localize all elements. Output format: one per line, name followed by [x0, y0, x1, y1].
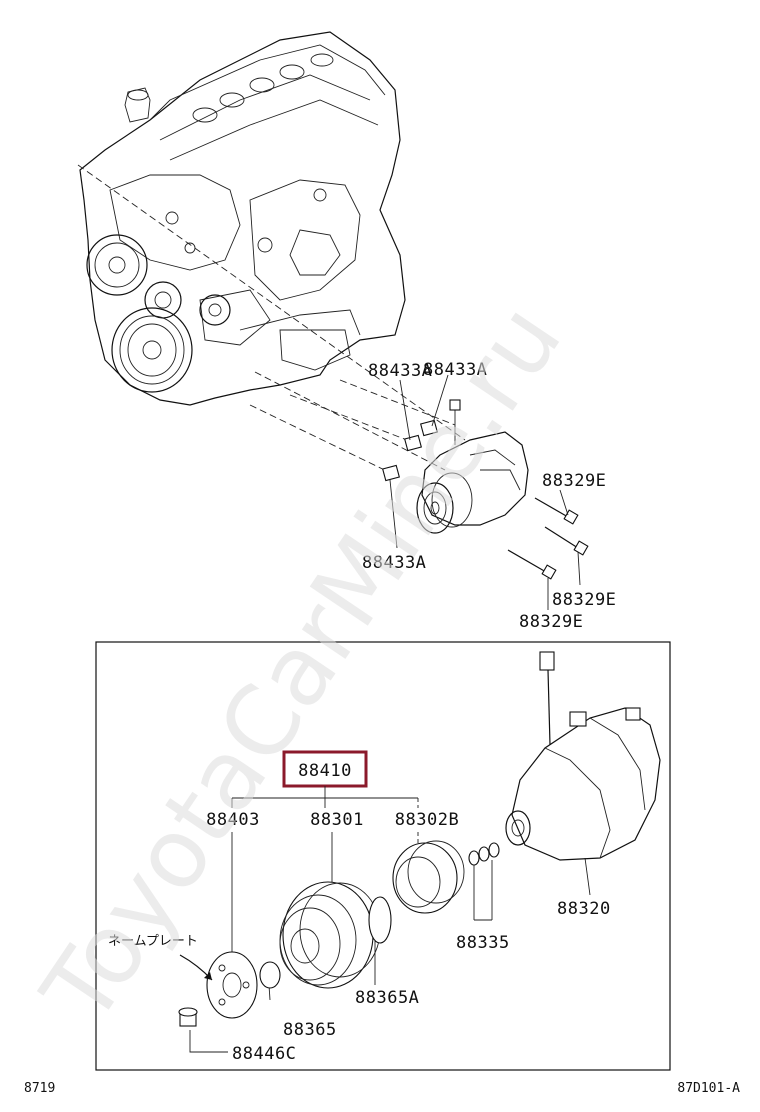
- label-bolt-lower: 88329E: [519, 612, 583, 632]
- label-bolt-middle: 88329E: [552, 590, 616, 610]
- label-snap-ring: 88365A: [355, 988, 419, 1008]
- engine-illustration: [79, 31, 406, 406]
- label-compressor: 88320: [557, 899, 611, 919]
- footer-right-code: 87D101-A: [677, 1081, 740, 1096]
- label-bushing-middle: 88433A: [368, 361, 432, 381]
- leader-lines-top: [389, 374, 581, 610]
- label-bushing-lower: 88433A: [362, 553, 426, 573]
- label-nameplate-note: ネームプレート: [108, 934, 198, 949]
- compressor-top-illustration: [416, 399, 529, 534]
- assembly-bracket: [231, 786, 419, 808]
- label-bushing-upper: 88433A: [423, 360, 487, 380]
- bushings: [382, 419, 438, 482]
- bolts-top: [507, 497, 589, 580]
- label-bolt: 88446C: [232, 1044, 296, 1064]
- shim-part: [259, 961, 281, 989]
- nameplate-arrowhead: [204, 972, 212, 980]
- label-washers: 88335: [456, 933, 510, 953]
- label-hub: 88403: [206, 810, 260, 830]
- hub-part: [206, 951, 258, 1019]
- compressor-part: [505, 651, 661, 861]
- label-pulley: 88301: [310, 810, 364, 830]
- field-coil-part: [392, 840, 465, 914]
- washers-part: [468, 842, 500, 866]
- pulley-part: [279, 881, 381, 989]
- footer-left-code: 8719: [24, 1081, 55, 1096]
- bolt-part: [178, 1007, 198, 1027]
- snap-ring-part: [368, 896, 392, 944]
- label-shim: 88365: [283, 1020, 337, 1040]
- label-assembly: 88410: [298, 761, 352, 781]
- alignment-lines: [77, 164, 466, 476]
- detail-frame: [95, 641, 671, 1071]
- label-field-coil: 88302B: [395, 810, 459, 830]
- leader-lines-detail: [189, 832, 591, 1053]
- label-bolt-upper: 88329E: [542, 471, 606, 491]
